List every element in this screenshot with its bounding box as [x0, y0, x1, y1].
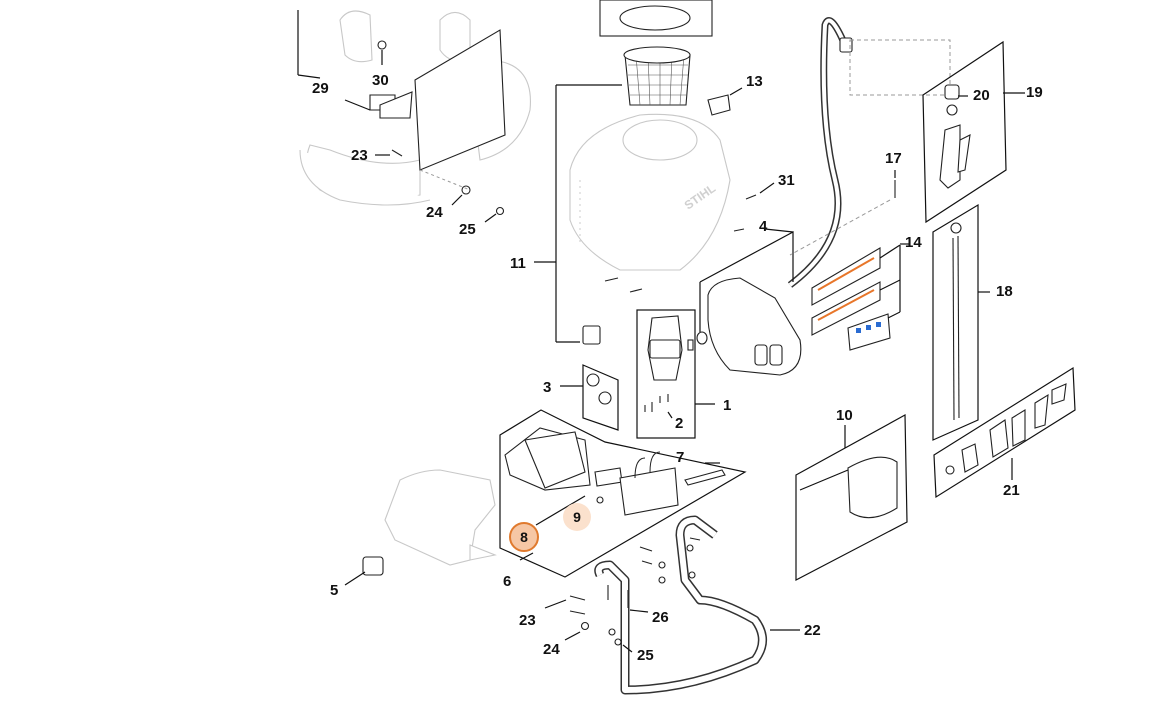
callout-8-label: 8 — [520, 529, 528, 545]
part-6-control-group — [499, 409, 747, 578]
callout-22[interactable]: 22 — [804, 622, 821, 639]
part-21-nozzles — [933, 366, 1076, 499]
callout-4[interactable]: 4 — [759, 218, 768, 235]
callout-29[interactable]: 29 — [312, 80, 329, 97]
callout-11[interactable]: 11 — [510, 255, 526, 272]
callout-3[interactable]: 3 — [543, 379, 551, 396]
part-18-lance — [932, 203, 990, 441]
tank-screws — [604, 182, 775, 293]
part-4-housing — [696, 228, 802, 376]
callout-21[interactable]: 21 — [1003, 482, 1020, 499]
ghost-frame-lower — [384, 469, 497, 566]
callout-23a[interactable]: 23 — [351, 147, 368, 164]
callout-2[interactable]: 2 — [675, 415, 683, 432]
tank-group: STIHL — [569, 0, 731, 271]
callout-23b[interactable]: 23 — [519, 612, 536, 629]
part-13-clip — [707, 87, 743, 116]
callout-24b[interactable]: 24 — [543, 641, 560, 658]
callout-14[interactable]: 14 — [905, 234, 922, 251]
part-19-spray-gun — [922, 40, 1025, 224]
part-3-fitting — [560, 364, 619, 431]
part-1-pump-box — [636, 309, 715, 439]
callout-10[interactable]: 10 — [836, 407, 853, 424]
callout-24a[interactable]: 24 — [426, 204, 443, 221]
callout-8-highlight[interactable]: 8 — [509, 522, 539, 552]
callout-17[interactable]: 17 — [885, 150, 902, 167]
callout-5[interactable]: 5 — [330, 582, 338, 599]
callout-25b[interactable]: 25 — [637, 647, 654, 664]
callout-18[interactable]: 18 — [996, 283, 1013, 300]
callout-20[interactable]: 20 — [973, 87, 990, 104]
callout-31[interactable]: 31 — [778, 172, 795, 189]
callout-25a[interactable]: 25 — [459, 221, 476, 238]
hose-group — [787, 17, 951, 288]
callout-13[interactable]: 13 — [746, 73, 763, 90]
callout-9-label: 9 — [573, 509, 581, 525]
callout-19[interactable]: 19 — [1026, 84, 1043, 101]
part-22-frame — [544, 515, 800, 695]
callout-labels: 1 2 3 4 5 6 7 10 11 13 14 17 18 19 20 21… — [312, 72, 1043, 664]
backpack-frame-group — [297, 10, 531, 223]
callout-30[interactable]: 30 — [372, 72, 389, 89]
callout-6[interactable]: 6 — [503, 573, 511, 590]
part-14-strips — [811, 243, 910, 351]
part-5-switch — [344, 556, 384, 586]
callout-1[interactable]: 1 — [723, 397, 731, 414]
part-10-box — [795, 413, 908, 581]
callout-11-bracket — [534, 84, 622, 345]
callout-7[interactable]: 7 — [676, 449, 684, 466]
callout-9-highlight[interactable]: 9 — [563, 503, 591, 531]
callout-26[interactable]: 26 — [652, 609, 669, 626]
